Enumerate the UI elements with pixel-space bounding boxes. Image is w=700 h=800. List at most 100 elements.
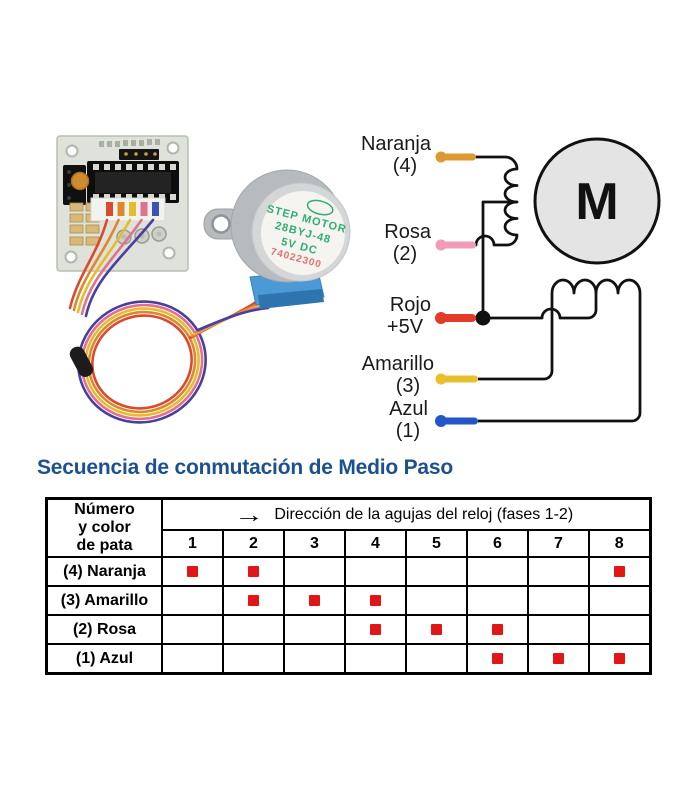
coil-phase1: [474, 155, 519, 247]
azul-line: [478, 293, 642, 423]
step-header-cell: 2: [222, 529, 285, 558]
sequence-cell: [588, 643, 651, 675]
active-step-mark: [613, 653, 625, 664]
amarillo-line: [478, 293, 554, 381]
wire-label-amarillo: Amarillo: [362, 353, 434, 375]
sequence-row: (3) Amarillo: [45, 585, 651, 616]
pin-label-cell: (3) Amarillo: [45, 585, 163, 616]
pin-header: [119, 149, 159, 160]
wire-pin-naranja: (4): [393, 155, 417, 177]
junction-dot: [475, 310, 491, 326]
lead-rosa: [435, 239, 476, 251]
sequence-cell: [161, 643, 224, 675]
motor-label-sticker: [261, 191, 345, 275]
lead-azul: [435, 415, 478, 427]
sequence-cell: [283, 585, 346, 616]
step-header-cell: 3: [283, 529, 346, 558]
wire-harness: [68, 218, 270, 424]
motor-connector-lip: [258, 289, 324, 309]
product-photo: STEP MOTOR 28BYJ-48 5V DC 74022300: [56, 135, 351, 424]
step-header-cell: 7: [527, 529, 590, 558]
plus5v-line: [474, 291, 598, 320]
brand-logo: [306, 199, 334, 216]
wire-sleeve: [69, 346, 94, 377]
wire-label-azul: Azul: [389, 398, 428, 420]
sequence-cell: [527, 585, 590, 616]
sequence-cell: [466, 585, 529, 616]
pin-label-cell: (1) Azul: [45, 643, 163, 675]
active-step-mark: [370, 624, 381, 635]
sequence-cell: [405, 585, 468, 616]
sequence-cell: [527, 556, 590, 587]
active-step-mark: [613, 566, 625, 577]
sequence-cell: [466, 643, 529, 675]
circuit-wires: [474, 155, 642, 423]
sequence-cell: [405, 556, 468, 587]
sequence-cell: [283, 614, 346, 645]
wire-pin-rosa: (2): [393, 243, 417, 265]
sequence-cell: [588, 614, 651, 645]
sequence-cell: [588, 585, 651, 616]
sequence-cell: [405, 643, 468, 675]
sequence-cell: [161, 556, 224, 587]
lead-naranja: [435, 151, 476, 163]
pin-label-cell: (4) Naranja: [45, 556, 163, 587]
mounting-hole: [211, 214, 231, 234]
active-step-mark: [492, 653, 503, 664]
sequence-table: Número y color de pata → Dirección de la…: [45, 497, 652, 675]
sequence-cell: [344, 643, 407, 675]
wire-label-rojo: Rojo: [390, 294, 431, 316]
active-step-mark: [553, 653, 564, 664]
clockwise-arrow-icon: →: [234, 501, 265, 527]
step-header-cell: 5: [405, 529, 468, 558]
sequence-cell: [466, 556, 529, 587]
step-header-cell: 8: [588, 529, 651, 558]
motor-symbol-label: M: [575, 173, 618, 231]
wire-label-rosa: Rosa: [384, 221, 432, 243]
wire-pin-rojo: +5V: [387, 316, 424, 338]
step-header-cell: 4: [344, 529, 407, 558]
centre-tap-1: [481, 200, 517, 318]
pin-label-cell: (2) Rosa: [45, 614, 163, 645]
mount-hole: [64, 250, 78, 264]
motor-socket: [90, 197, 166, 222]
sequence-cell: [344, 556, 407, 587]
active-step-mark: [309, 595, 320, 606]
sequence-cell: [588, 556, 651, 587]
active-step-mark: [248, 566, 259, 577]
sequence-row: (1) Azul: [45, 643, 651, 675]
wire-leads: [435, 151, 478, 427]
wire-labels: Naranja (4) Rosa (2) Rojo +5V Amarillo (…: [361, 133, 434, 442]
wire-pin-amarillo: (3): [396, 375, 420, 397]
uln2003-ic: [87, 161, 179, 203]
sequence-cell: [527, 643, 590, 675]
active-step-mark: [431, 624, 442, 635]
sequence-cell: [222, 585, 285, 616]
mount-hole: [65, 144, 79, 158]
sequence-cell: [222, 643, 285, 675]
step-header-cell: 1: [161, 529, 224, 558]
sequence-cell: [222, 614, 285, 645]
active-step-mark: [492, 624, 503, 635]
active-step-mark: [370, 595, 381, 606]
driver-board: [56, 135, 189, 272]
sequence-cell: [466, 614, 529, 645]
wire-label-naranja: Naranja: [361, 133, 432, 155]
sequence-cell: [283, 643, 346, 675]
sequence-row: (4) Naranja: [45, 556, 651, 587]
section-title: Secuencia de conmutación de Medio Paso: [37, 456, 454, 479]
step-header-cell: 6: [466, 529, 529, 558]
wire-pin-azul: (1): [396, 420, 420, 442]
sequence-cell: [222, 556, 285, 587]
sequence-cell: [283, 556, 346, 587]
sequence-cell: [405, 614, 468, 645]
direction-header-cell: → Dirección de la agujas del reloj (fase…: [161, 497, 651, 531]
sequence-cell: [527, 614, 590, 645]
active-step-mark: [187, 566, 198, 577]
sequence-cell: [161, 614, 224, 645]
stepper-motor-photo: STEP MOTOR 28BYJ-48 5V DC 74022300: [203, 169, 351, 309]
lead-rojo: [435, 312, 476, 324]
active-step-mark: [248, 595, 259, 606]
wiring-diagram: M Naranja (4) Rosa (2) Rojo: [361, 133, 661, 442]
